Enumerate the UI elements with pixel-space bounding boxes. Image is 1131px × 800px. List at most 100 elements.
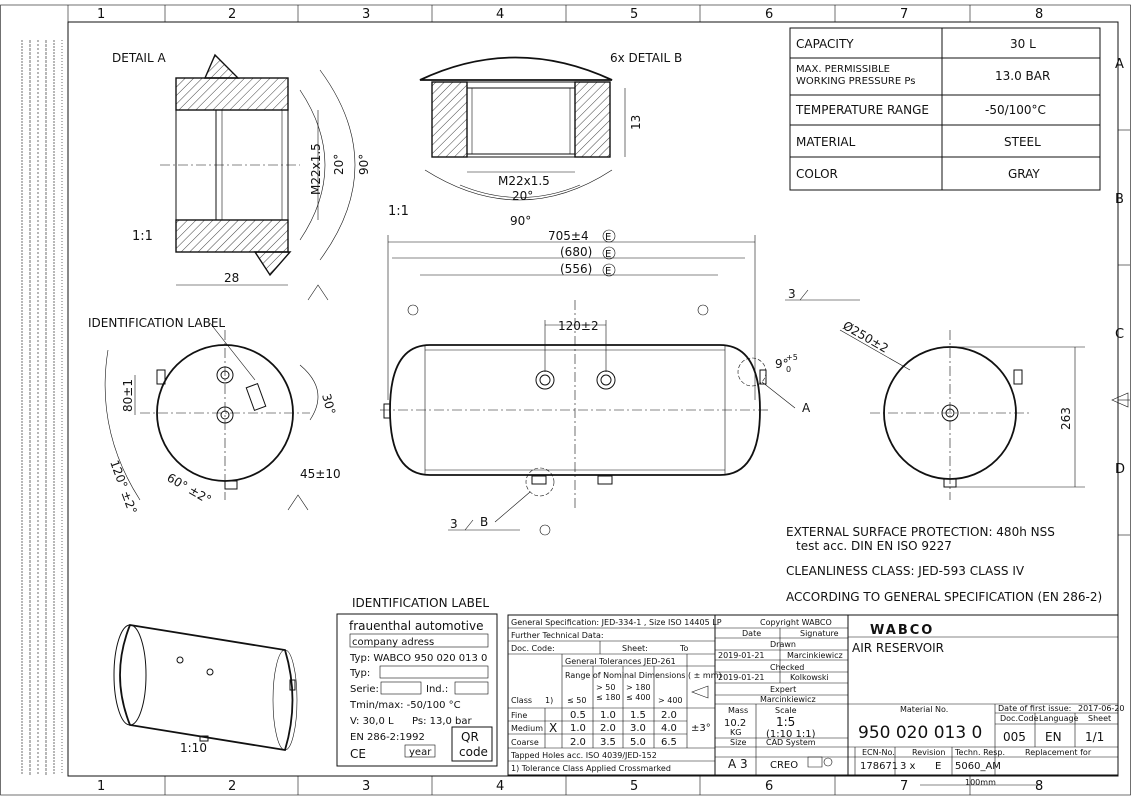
gen-tol: General Tolerances JED-261: [565, 657, 676, 666]
detail-b-thread: M22x1.5: [498, 174, 550, 188]
row-coarse: Coarse: [511, 738, 539, 747]
tapped-holes: Tapped Holes acc. ISO 4039/JED-152: [510, 751, 657, 760]
angle-9: 9°: [775, 357, 789, 371]
col-label-4: 4: [496, 7, 504, 22]
spec-value-capacity: 30 L: [1010, 37, 1036, 51]
medium-2: 2.0: [600, 723, 616, 734]
col-label-7: 7: [900, 7, 908, 22]
col-label-2-bottom: 2: [228, 779, 236, 794]
range-col-2: > 50≤ 180: [596, 683, 621, 702]
col-label-4-bottom: 4: [496, 779, 504, 794]
col-label-6: 6: [765, 7, 773, 22]
medium-1: 1.0: [570, 723, 586, 734]
grid-columns-top: 1 2 3 4 5 6 7 8: [67, 5, 1043, 22]
spec-value-color: GRAY: [1008, 167, 1040, 181]
sheet-value: 1/1: [1085, 730, 1104, 744]
projection-symbol: [807, 756, 823, 768]
dim-263: 263: [1059, 407, 1073, 430]
coarse-3: 5.0: [630, 737, 646, 748]
detail-b-callout: B: [480, 515, 488, 529]
detail-a-dim-28: 28: [224, 271, 239, 285]
legal-notice-strip: [21, 40, 63, 775]
size-header: Size: [730, 738, 747, 747]
id-panel-title: IDENTIFICATION LABEL: [352, 596, 489, 610]
detail-b-angle-90: 90°: [510, 214, 531, 228]
identification-label-panel: IDENTIFICATION LABEL frauenthal automoti…: [336, 596, 498, 767]
scale-secondary: (1:10 1:1): [766, 729, 816, 740]
mass-header: Mass: [728, 706, 748, 715]
detail-b-angle-20: 20°: [512, 189, 533, 203]
tech-resp-header: Techn. Resp.: [954, 748, 1005, 757]
angle-tol: ±3°: [691, 723, 711, 734]
material-number: 950 020 013 0: [858, 723, 982, 743]
fine-3: 1.5: [630, 710, 646, 721]
title-block: Copyright WABCO Date Signature Drawn 201…: [714, 614, 1125, 787]
range-col-1: ≤ 50: [567, 696, 586, 705]
roughness-3-top: 3: [788, 287, 796, 301]
language-value: EN: [1045, 730, 1062, 744]
tank-side-view-right: 263 Ø250±2: [839, 318, 1085, 500]
checked-name: Kolkowski: [790, 673, 829, 682]
detail-b-title: 6x DETAIL B: [610, 51, 682, 65]
scale-bar-label: 100mm: [965, 778, 996, 787]
drawn-header: Drawn: [770, 640, 796, 649]
spec-label-color: COLOR: [796, 167, 838, 181]
coarse-2: 3.5: [600, 737, 616, 748]
detail-a-angle-90: 90°: [357, 154, 371, 175]
drawing-frame: [67, 21, 1119, 777]
length-680-e: E: [605, 249, 611, 260]
detail-a-thread: M22x1.5: [309, 143, 323, 195]
spec-label-material: MATERIAL: [796, 135, 856, 149]
grid-columns-bottom: 1 2 3 4 5 6 7 8: [97, 776, 1043, 795]
replacement-header: Replacement for: [1025, 748, 1092, 757]
first-issue-header: Date of first issue:: [998, 704, 1071, 713]
spec-value-temperature: -50/100°C: [985, 103, 1046, 117]
date-header: Date: [742, 629, 761, 638]
col-label-2: 2: [228, 7, 236, 22]
detail-a-scale: 1:1: [132, 229, 153, 244]
range-col-4: > 400: [658, 696, 683, 705]
row-fine: Fine: [511, 711, 527, 720]
id-year: year: [409, 747, 432, 758]
scale-header: Scale: [775, 706, 797, 715]
medium-x: X: [549, 721, 557, 735]
detail-b-dim-13: 13: [629, 115, 643, 130]
tech-data: Further Technical Data:: [511, 631, 604, 640]
drawn-name: Marcinkiewicz: [787, 651, 843, 660]
expert-name: Marcinkiewicz: [760, 695, 816, 704]
checked-header: Checked: [770, 663, 804, 672]
col-label-6-bottom: 6: [765, 779, 773, 794]
signature-header: Signature: [800, 629, 839, 638]
revision-header: Revision: [912, 748, 945, 757]
gen-spec: General Specification: JED-334-1 , Size …: [511, 618, 722, 627]
scale-value: 1:5: [776, 715, 795, 729]
col-label-1: 1: [97, 7, 105, 22]
detail-a-angle-20: 20°: [332, 154, 346, 175]
spec-value-pressure: 13.0 BAR: [995, 69, 1050, 83]
angle-30: 30°: [319, 392, 338, 416]
id-volume: V: 30,0 L: [350, 716, 394, 727]
center-mark-arrow: [1111, 392, 1129, 408]
length-705: 705±4: [548, 229, 589, 243]
port-spacing-120: 120±2: [558, 319, 599, 333]
col-label-8-bottom: 8: [1035, 779, 1043, 794]
id-temp: Tmin/max: -50/100 °C: [349, 700, 461, 711]
row-label-a: A: [1115, 57, 1124, 72]
col-label-5-bottom: 5: [630, 779, 638, 794]
doc-code-header: Doc.Code: [1000, 714, 1039, 723]
fine-4: 2.0: [661, 710, 677, 721]
range-col-3: > 180≤ 400: [626, 683, 651, 702]
id-ind: Ind.:: [426, 684, 448, 695]
qr-label: QR: [461, 730, 479, 744]
revision-count: 3 x: [900, 761, 916, 772]
coarse-4: 6.5: [661, 737, 677, 748]
row-label-c: C: [1115, 327, 1124, 342]
dim-80: 80±1: [121, 379, 135, 412]
notes: EXTERNAL SURFACE PROTECTION: 480h NSS te…: [786, 525, 1102, 604]
id-en: EN 286-2:1992: [350, 732, 425, 743]
cross-note: 1) Tolerance Class Applied Crossmarked: [511, 764, 671, 773]
tank-side-view-left: IDENTIFICATION LABEL 80±1 30° 45±10 120°…: [88, 316, 341, 516]
